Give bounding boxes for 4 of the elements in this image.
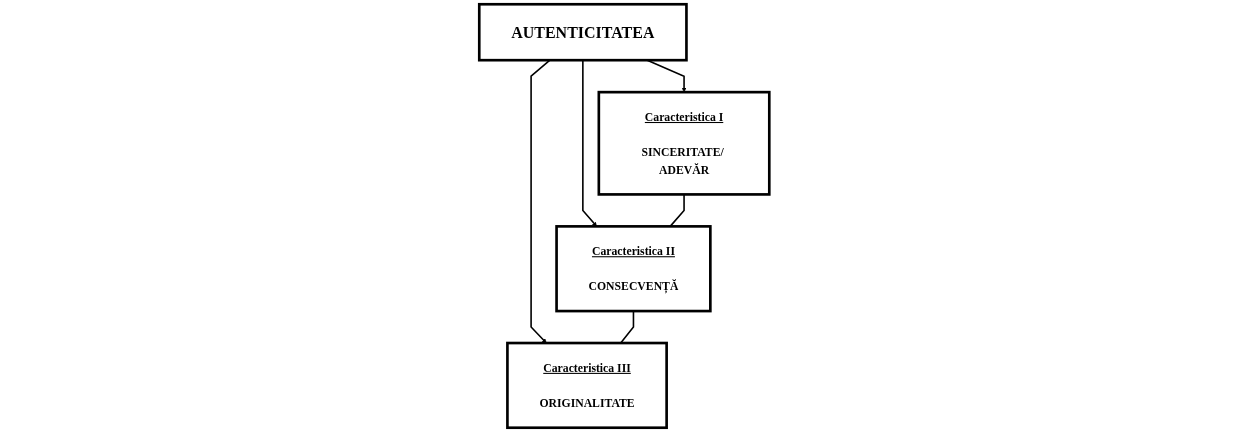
node-box: AUTENTICITATEA (478, 2, 688, 62)
node-box: Caracteristica II CONSECVENȚĂ (555, 225, 712, 313)
node-box: Caracteristica III ORIGINALITATE (506, 341, 669, 430)
node-box: Caracteristica I SINCERITATE/ ADEVĂR (597, 90, 771, 196)
